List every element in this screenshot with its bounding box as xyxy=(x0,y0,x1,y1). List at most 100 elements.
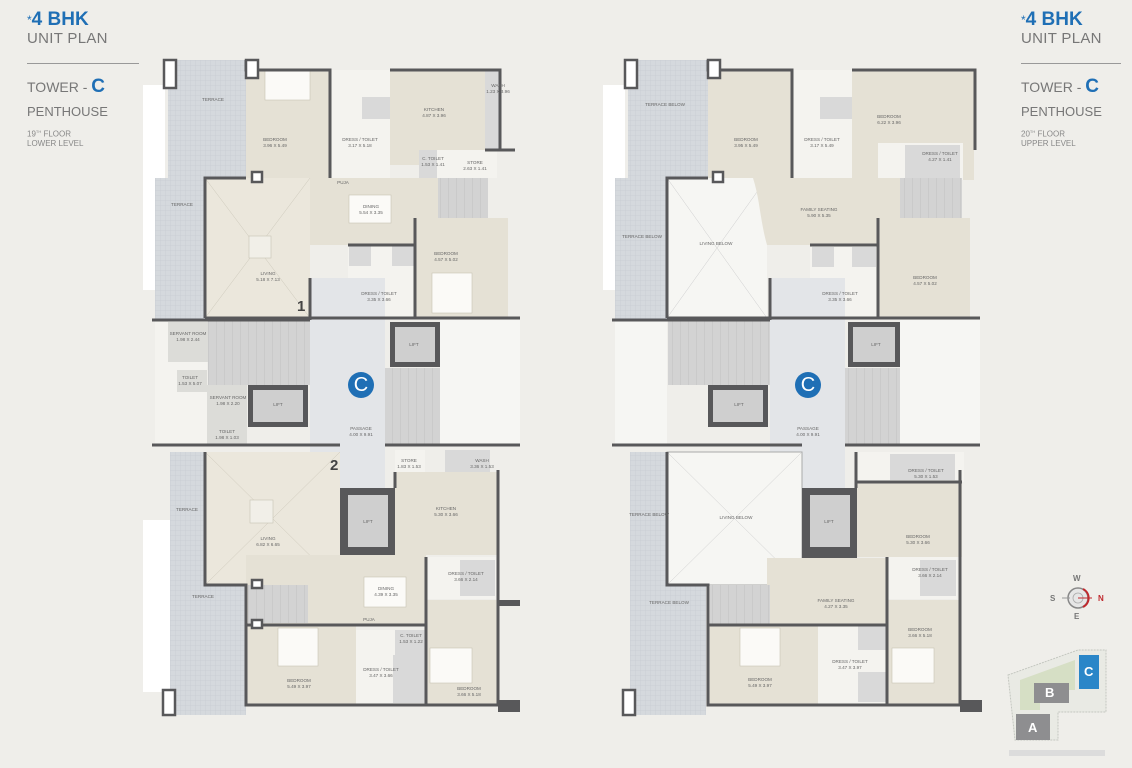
room-size: 3.17 X 5.18 xyxy=(348,143,372,148)
room-label-toilet: Toilet1.53 X 5.07 xyxy=(178,375,202,387)
room-name: Toilet xyxy=(182,375,198,380)
room-size: 3.47 X 3.66 xyxy=(369,673,393,678)
room-label-dining: Dining5.54 X 3.35 xyxy=(359,204,383,216)
room-label-servant-room: Servant Room1.98 X 2.44 xyxy=(170,331,207,343)
room-size: 3.35 X 3.66 xyxy=(828,297,852,302)
room-size: 3.17 X 5.49 xyxy=(810,143,834,148)
room-size: 5.49 X 3.97 xyxy=(287,684,311,689)
room-name: Bedroom xyxy=(287,678,311,683)
room-label-terrace-below: Terrace Below xyxy=(622,234,662,240)
room-name: Dining xyxy=(377,586,395,591)
room-size: 1.98 X 2.20 xyxy=(216,401,240,406)
room-name: Store xyxy=(467,160,483,165)
room-name: Dress / Toilet xyxy=(912,567,948,572)
room-name: Servant Room xyxy=(209,395,247,400)
divider xyxy=(27,63,139,64)
room-size: 3.47 X 3.97 xyxy=(838,665,862,670)
room-size: 1.53 X 1.41 xyxy=(421,162,445,167)
room-label-bedroom: Bedroom3.66 X 5.18 xyxy=(457,686,481,698)
room-size: 4.00 X 9.91 xyxy=(796,432,820,437)
unit-number-1: 1 xyxy=(297,298,306,315)
room-label-dress-toilet: Dress / Toilet3.35 X 3.66 xyxy=(361,291,397,303)
room-label-terrace-below: Terrace Below xyxy=(645,102,685,108)
room-name: Lift xyxy=(734,402,744,407)
room-name: Lift xyxy=(363,519,373,524)
room-name: Terrace xyxy=(192,594,214,599)
room-label-family-seating: Family Seating5.90 X 5.35 xyxy=(800,207,837,219)
room-size: 5.54 X 3.35 xyxy=(359,210,383,215)
room-label-passage: Passage4.00 X 9.91 xyxy=(349,426,373,438)
right-plan-header: *4 BHK UNIT PLAN TOWER - C PENTHOUSE 20T… xyxy=(1021,10,1132,148)
room-name: Living Below xyxy=(719,515,753,520)
room-label-wash: Wash3.36 X 1.53 xyxy=(470,458,494,470)
room-name: Bedroom xyxy=(734,137,758,142)
tower-core-badge: C xyxy=(795,372,821,398)
room-size: 4.39 X 3.35 xyxy=(374,592,398,597)
key-plan xyxy=(1007,649,1107,756)
room-label-bedroom: Bedroom3.96 X 5.49 xyxy=(263,137,287,149)
tower-core-badge: C xyxy=(348,372,374,398)
room-name: Puja xyxy=(337,180,349,185)
room-name: Bedroom xyxy=(263,137,287,142)
room-label-terrace: Terrace xyxy=(176,507,198,513)
room-size: 1.98 X 2.44 xyxy=(176,337,200,342)
room-size: 3.96 X 5.49 xyxy=(263,143,287,148)
room-label-bedroom: Bedroom3.95 X 5.49 xyxy=(734,137,758,149)
room-name: Lift xyxy=(273,402,283,407)
room-size: 3.36 X 1.53 xyxy=(470,464,494,469)
tower-label: TOWER - C xyxy=(1021,76,1100,97)
room-label-store: Store2.63 X 1.41 xyxy=(463,160,487,172)
room-name: Living xyxy=(260,271,276,276)
room-label-terrace: Terrace xyxy=(192,594,214,600)
room-size: 1.53 X 1.22 xyxy=(399,639,423,644)
room-name: C. Toilet xyxy=(422,156,444,161)
room-label-dress-toilet: Dress / Toilet3.17 X 5.49 xyxy=(804,137,840,149)
room-size: 3.66 X 5.18 xyxy=(908,633,932,638)
room-label-lift: Lift xyxy=(409,342,418,348)
room-size: 1.23 X 3.96 xyxy=(486,89,510,94)
room-label-lift: Lift xyxy=(273,402,282,408)
room-size: 3.66 X 5.18 xyxy=(457,692,481,697)
room-label-bedroom: Bedroom6.22 X 3.96 xyxy=(877,114,901,126)
room-name: Dress / Toilet xyxy=(822,291,858,296)
key-plan-tower-a: A xyxy=(1028,720,1038,735)
room-label-bedroom: Bedroom3.66 X 5.18 xyxy=(908,627,932,639)
compass-south: S xyxy=(1050,594,1056,603)
room-label-bedroom: Bedroom5.49 X 3.97 xyxy=(748,677,772,689)
room-label-dress-toilet: Dress / Toilet3.66 X 2.14 xyxy=(912,567,948,579)
room-size: 4.27 X 3.35 xyxy=(824,604,848,609)
room-label-c-toilet: C. Toilet1.53 X 1.22 xyxy=(399,633,423,645)
room-name: Terrace xyxy=(171,202,193,207)
room-name: Dress / Toilet xyxy=(832,659,868,664)
room-label-lift: Lift xyxy=(734,402,743,408)
room-label-terrace-below: Terrace Below xyxy=(629,512,669,518)
room-label-dress-toilet: Dress / Toilet4.27 X 1.41 xyxy=(922,151,958,163)
room-label-dress-toilet: Dress / Toilet3.35 X 3.66 xyxy=(822,291,858,303)
room-name: Toilet xyxy=(219,429,235,434)
compass-rose xyxy=(1062,587,1092,609)
room-label-lift: Lift xyxy=(824,519,833,525)
room-name: Bedroom xyxy=(908,627,932,632)
room-name: Lift xyxy=(871,342,881,347)
compass-east: E xyxy=(1074,612,1080,621)
room-size: 4.87 X 3.96 xyxy=(422,113,446,118)
room-name: Bedroom xyxy=(457,686,481,691)
divider xyxy=(1021,63,1121,64)
compass-north: N xyxy=(1098,594,1104,603)
room-label-dress-toilet: Dress / Toilet3.17 X 5.18 xyxy=(342,137,378,149)
room-label-lift: Lift xyxy=(871,342,880,348)
room-name: Passage xyxy=(350,426,372,431)
room-label-bedroom: Bedroom4.57 X 5.02 xyxy=(913,275,937,287)
room-size: 4.00 X 9.91 xyxy=(349,432,373,437)
room-size: 5.30 X 1.53 xyxy=(914,474,938,479)
room-label-store: Store1.83 X 1.53 xyxy=(397,458,421,470)
room-size: 5.30 X 3.66 xyxy=(434,512,458,517)
room-name: Puja xyxy=(363,617,375,622)
room-name: Dress / Toilet xyxy=(908,468,944,473)
room-label-kitchen: Kitchen5.30 X 3.66 xyxy=(434,506,458,518)
room-name: Dress / Toilet xyxy=(363,667,399,672)
room-size: 3.35 X 3.66 xyxy=(367,297,391,302)
room-name: Bedroom xyxy=(913,275,937,280)
room-name: Terrace xyxy=(202,97,224,102)
